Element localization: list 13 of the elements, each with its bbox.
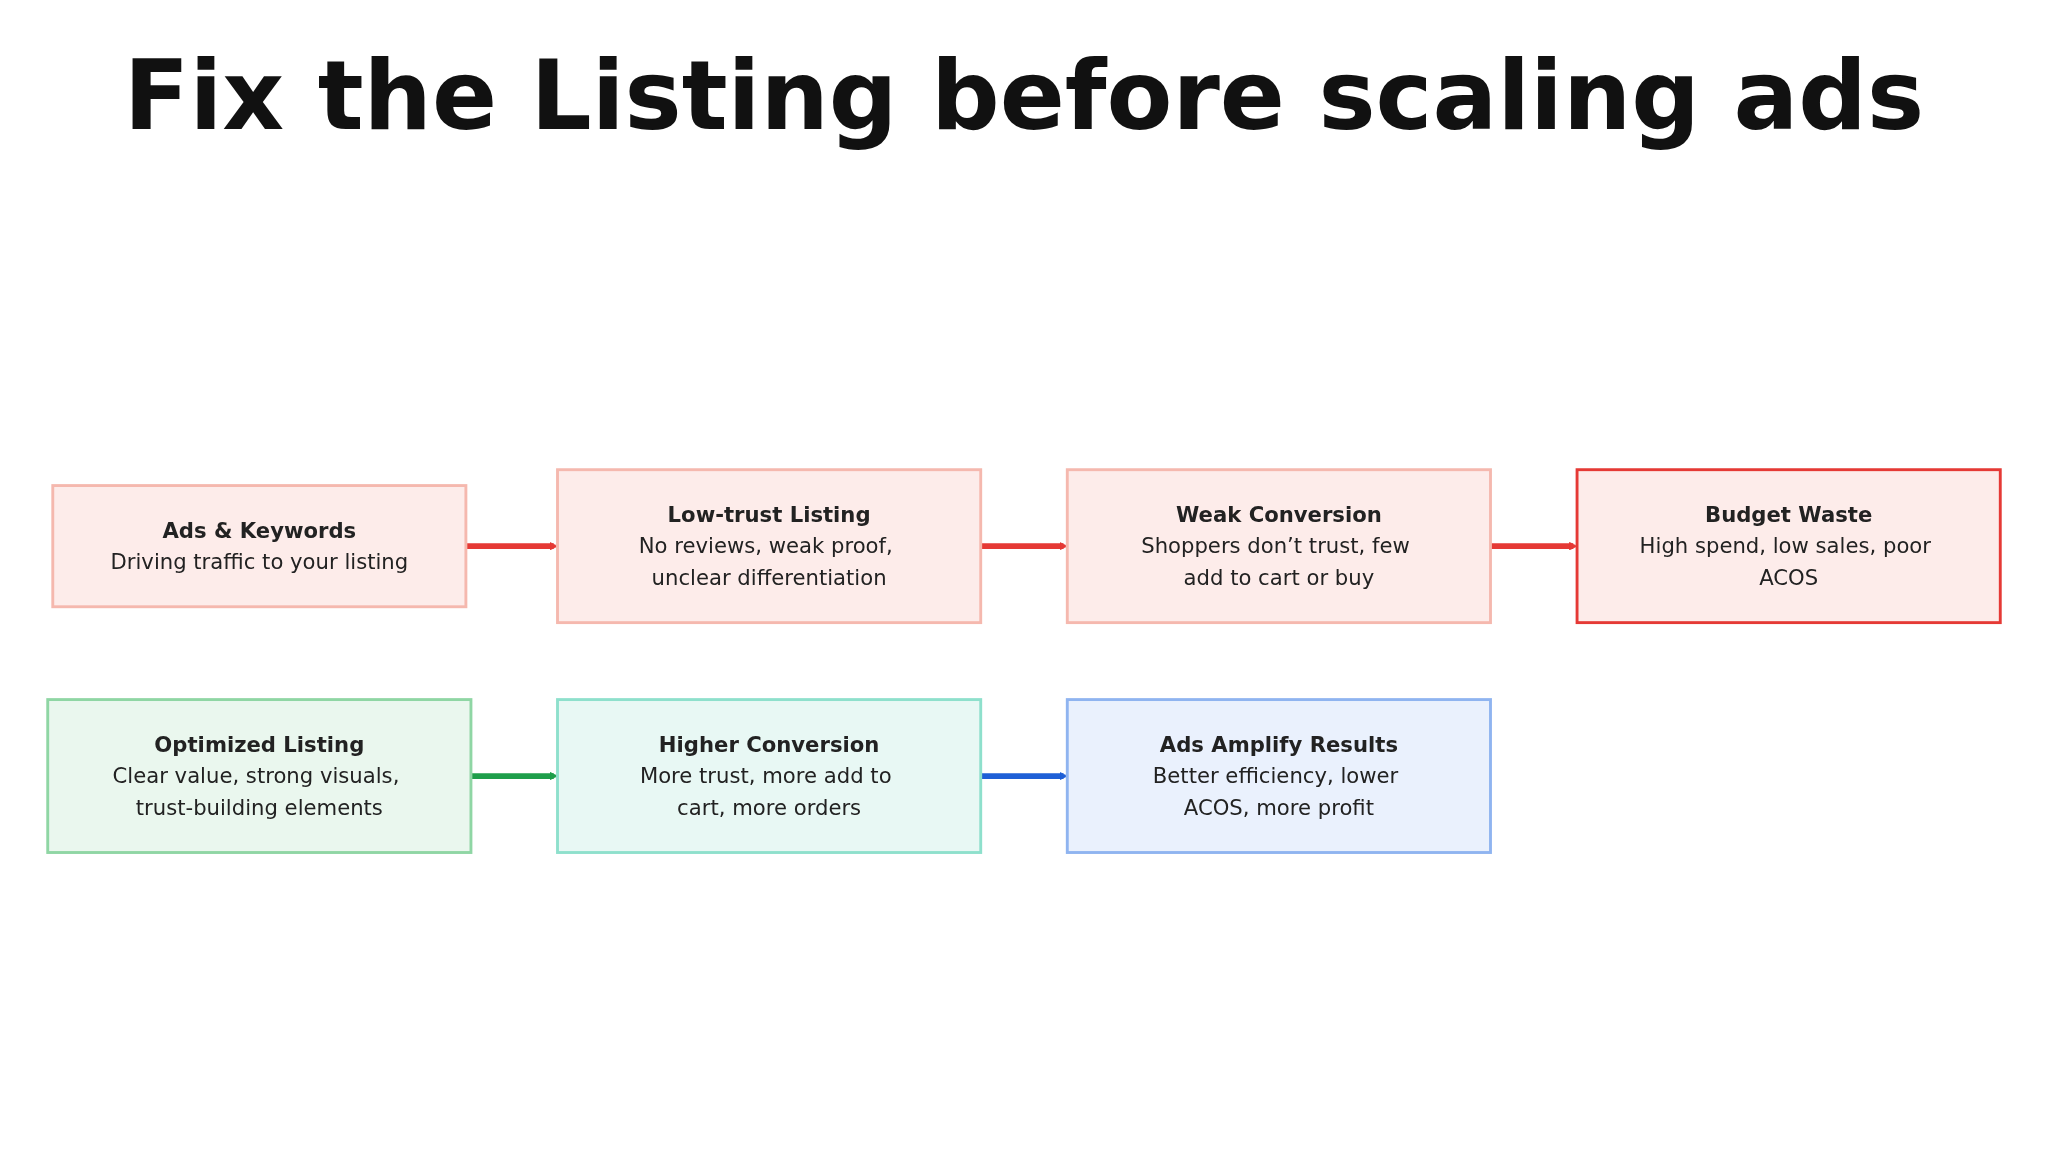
arrow xyxy=(470,771,558,781)
arrow xyxy=(1490,541,1578,551)
arrow xyxy=(980,771,1068,781)
arrow xyxy=(980,541,1068,551)
node-box: Ads Amplify Results Better efficiency, lower ACOS, more profit xyxy=(1065,698,1492,854)
node-box: Budget Waste High spend, low sales, poor ACOS xyxy=(1575,468,2002,624)
node-box: Higher Conversion More trust, more add to cart, more orders xyxy=(556,698,983,854)
node-box: Low-trust Listing No reviews, weak proof, unclear differentiation xyxy=(556,468,983,624)
node-box: Weak Conversion Shoppers don’t trust, few add to cart or buy xyxy=(1065,468,1492,624)
title: Fix the Listing before scaling ads xyxy=(122,40,1926,152)
arrow xyxy=(465,541,558,551)
node-box: Ads & Keywords Driving traffic to your listing xyxy=(51,484,468,609)
node-box: Optimized Listing Clear value, strong visuals, trust-building elements xyxy=(46,698,473,854)
